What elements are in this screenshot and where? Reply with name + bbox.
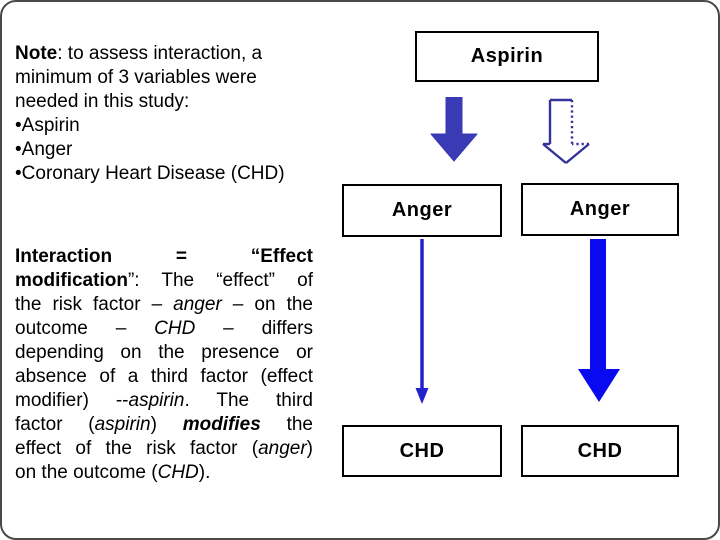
text-line: modification”: The “effect” of xyxy=(15,269,313,293)
anger-box-right: Anger xyxy=(521,183,679,236)
text-line: Note: to assess interaction, a xyxy=(15,42,317,66)
text-line: modifier) --aspirin. The third xyxy=(15,389,313,413)
text-segment: . The third xyxy=(184,390,313,411)
text-segment: CHD xyxy=(157,462,199,483)
text-segment: outcome – xyxy=(15,318,155,339)
aspirin-box-label: Aspirin xyxy=(470,45,544,67)
text-segment: ) xyxy=(306,438,313,459)
text-segment: ). xyxy=(198,462,211,483)
text-line: •Aspirin xyxy=(15,114,317,138)
text-segment: ) xyxy=(150,414,183,435)
chd-box-left: CHD xyxy=(342,425,502,477)
aspirin-box: Aspirin xyxy=(415,31,599,82)
text-segment: “Effect xyxy=(250,246,314,267)
text-segment: = xyxy=(175,246,251,267)
text-segment: modifies xyxy=(182,414,261,435)
text-segment: •Anger xyxy=(15,139,73,160)
text-segment: anger xyxy=(173,294,222,315)
text-line: needed in this study: xyxy=(15,90,317,114)
text-line: •Coronary Heart Disease (CHD) xyxy=(15,162,317,186)
text-segment: depending on the presence or xyxy=(15,342,313,363)
text-segment: – on the xyxy=(221,294,313,315)
text-line: on the outcome (CHD). xyxy=(15,461,313,485)
text-segment: factor ( xyxy=(15,414,95,435)
text-segment: modification xyxy=(15,270,128,291)
chd-box-left-label: CHD xyxy=(399,439,445,462)
text-segment: •Coronary Heart Disease (CHD) xyxy=(15,163,285,184)
text-line: factor (aspirin) modifies the xyxy=(15,413,313,437)
text-segment: modifier) -- xyxy=(15,390,129,411)
text-segment: Interaction xyxy=(15,246,176,267)
text-line: •Anger xyxy=(15,138,317,162)
text-segment: on the outcome ( xyxy=(15,462,158,483)
text-segment: minimum of 3 variables were xyxy=(15,67,257,88)
text-segment: needed in this study: xyxy=(15,91,190,112)
text-segment: aspirin xyxy=(128,390,185,411)
text-segment: the risk factor – xyxy=(15,294,174,315)
text-segment: – differs xyxy=(195,318,313,339)
text-line: outcome – CHD – differs xyxy=(15,317,313,341)
anger-box-right-label: Anger xyxy=(569,198,631,220)
chd-box-right-label: CHD xyxy=(577,439,623,462)
text-segment: aspirin xyxy=(94,414,151,435)
text-line: effect of the risk factor (anger) xyxy=(15,437,313,461)
text-line: the risk factor – anger – on the xyxy=(15,293,313,317)
text-segment: absence of a third factor (effect xyxy=(15,366,313,387)
text-segment: ”: The “effect” of xyxy=(127,270,313,291)
thin-down-arrow-icon xyxy=(415,239,429,404)
anger-box-left: Anger xyxy=(342,184,502,237)
chd-box-right: CHD xyxy=(521,425,679,477)
text-line: absence of a third factor (effect xyxy=(15,365,313,389)
outline-dashed-down-arrow-icon xyxy=(542,98,590,164)
anger-box-left-label: Anger xyxy=(391,199,453,221)
text-line: depending on the presence or xyxy=(15,341,313,365)
text-segment: •Aspirin xyxy=(15,115,80,136)
thick-block-down-arrow-icon xyxy=(578,239,620,402)
solid-block-down-arrow-icon xyxy=(430,97,478,162)
text-segment: CHD xyxy=(154,318,196,339)
text-segment: : to assess interaction, a xyxy=(57,43,263,64)
text-line: Interaction = “Effect xyxy=(15,245,313,269)
text-line: minimum of 3 variables were xyxy=(15,66,317,90)
text-segment: Note xyxy=(15,43,58,64)
text-segment: anger xyxy=(258,438,307,459)
text-segment: the xyxy=(260,414,313,435)
text-segment: effect of the risk factor ( xyxy=(15,438,259,459)
